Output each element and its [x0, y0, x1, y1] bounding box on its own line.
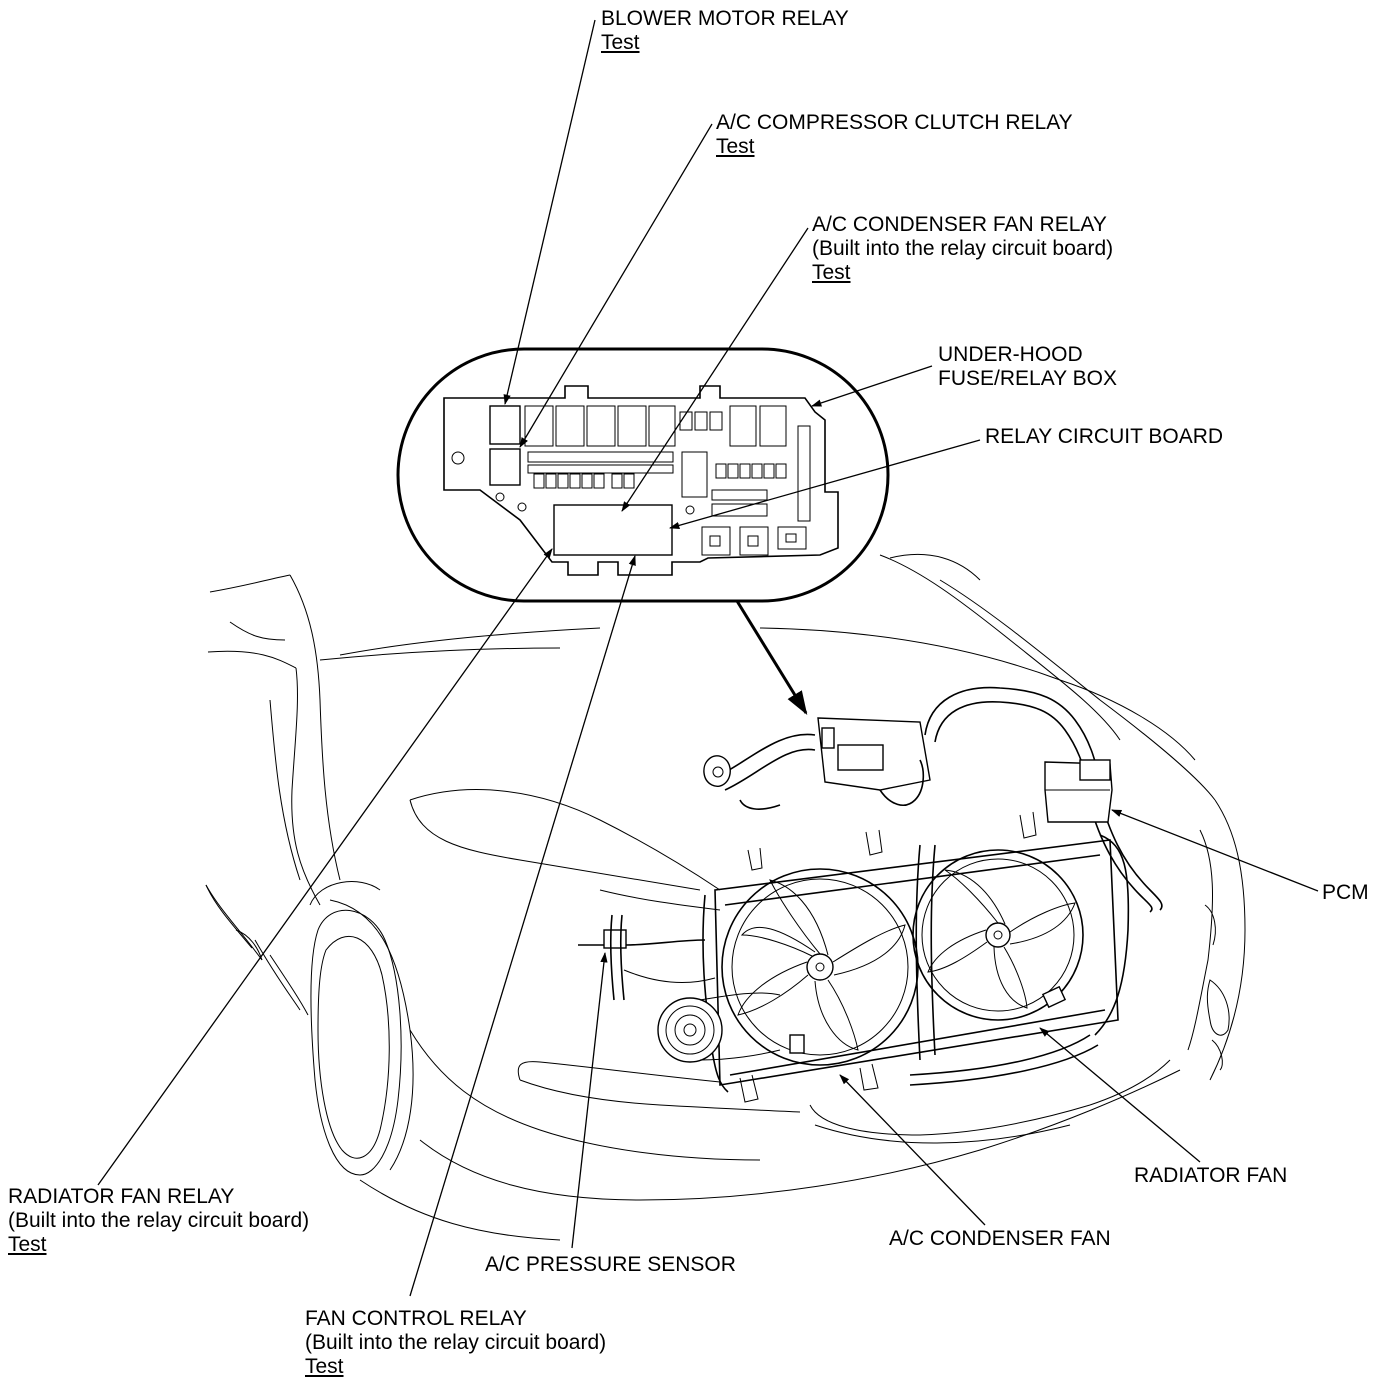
label-radiator-fan: RADIATOR FAN [1134, 1164, 1287, 1188]
leader-under-hood-box [811, 365, 933, 407]
radiator-fan-relay-test-link[interactable]: Test [8, 1233, 47, 1256]
label-pcm: PCM [1322, 881, 1369, 905]
fan-control-relay-test-link[interactable]: Test [305, 1355, 344, 1378]
ac-condenser-fan-relay-note: (Built into the relay circuit board) [812, 237, 1114, 260]
blower-motor-relay-test-link[interactable]: Test [601, 31, 640, 54]
radiator-fan-title: RADIATOR FAN [1134, 1164, 1288, 1187]
leader-pcm [1111, 809, 1319, 892]
leader-ac-condenser-fan [839, 1074, 986, 1226]
leader-ac-compressor-clutch-relay [519, 123, 713, 448]
leader-radiator-fan [1039, 1027, 1201, 1163]
leader-radiator-fan-relay [97, 548, 553, 1186]
fan-control-relay-note: (Built into the relay circuit board) [305, 1331, 607, 1354]
ac-compressor-clutch-relay-title: A/C COMPRESSOR CLUTCH RELAY [716, 111, 1073, 134]
leader-blower-motor-relay [503, 19, 596, 406]
pcm-title: PCM [1322, 881, 1369, 904]
radiator-fan-relay-note: (Built into the relay circuit board) [8, 1209, 310, 1232]
label-ac-pressure-sensor: A/C PRESSURE SENSOR [485, 1253, 736, 1277]
radiator-fan-relay-title: RADIATOR FAN RELAY [8, 1185, 235, 1208]
fan-control-relay-title: FAN CONTROL RELAY [305, 1307, 527, 1330]
leader-inset-to-engine-bay [735, 600, 808, 716]
under-hood-box-line2: FUSE/RELAY BOX [938, 367, 1117, 390]
ac-condenser-fan-title: A/C CONDENSER FAN [889, 1227, 1111, 1250]
label-ac-condenser-fan: A/C CONDENSER FAN [889, 1227, 1111, 1251]
label-blower-motor-relay: BLOWER MOTOR RELAY Test [601, 7, 849, 55]
blower-motor-relay-title: BLOWER MOTOR RELAY [601, 7, 849, 30]
leader-fan-control-relay [409, 555, 636, 1297]
label-ac-condenser-fan-relay: A/C CONDENSER FAN RELAY (Built into the … [812, 213, 1113, 285]
leader-lines [97, 19, 1319, 1297]
under-hood-box-line1: UNDER-HOOD [938, 343, 1083, 366]
label-fan-control-relay: FAN CONTROL RELAY (Built into the relay … [305, 1307, 606, 1379]
fuse-relay-box-inset [396, 347, 890, 603]
label-relay-circuit-board: RELAY CIRCUIT BOARD [985, 425, 1223, 449]
ac-pressure-sensor-title: A/C PRESSURE SENSOR [485, 1253, 736, 1276]
relay-circuit-board-title: RELAY CIRCUIT BOARD [985, 425, 1224, 448]
ac-condenser-fan-relay-title: A/C CONDENSER FAN RELAY [812, 213, 1107, 236]
leader-ac-condenser-fan-relay [621, 227, 809, 512]
ac-condenser-fan-relay-test-link[interactable]: Test [812, 261, 851, 284]
label-under-hood-box: UNDER-HOOD FUSE/RELAY BOX [938, 343, 1117, 391]
engine-bay-components [578, 686, 1163, 1103]
label-ac-compressor-clutch-relay: A/C COMPRESSOR CLUTCH RELAY Test [716, 111, 1073, 159]
car-body-outline [205, 553, 1246, 1241]
label-radiator-fan-relay: RADIATOR FAN RELAY (Built into the relay… [8, 1185, 309, 1257]
leader-relay-circuit-board [668, 439, 981, 529]
leader-ac-pressure-sensor [571, 951, 608, 1249]
ac-compressor-clutch-relay-test-link[interactable]: Test [716, 135, 755, 158]
